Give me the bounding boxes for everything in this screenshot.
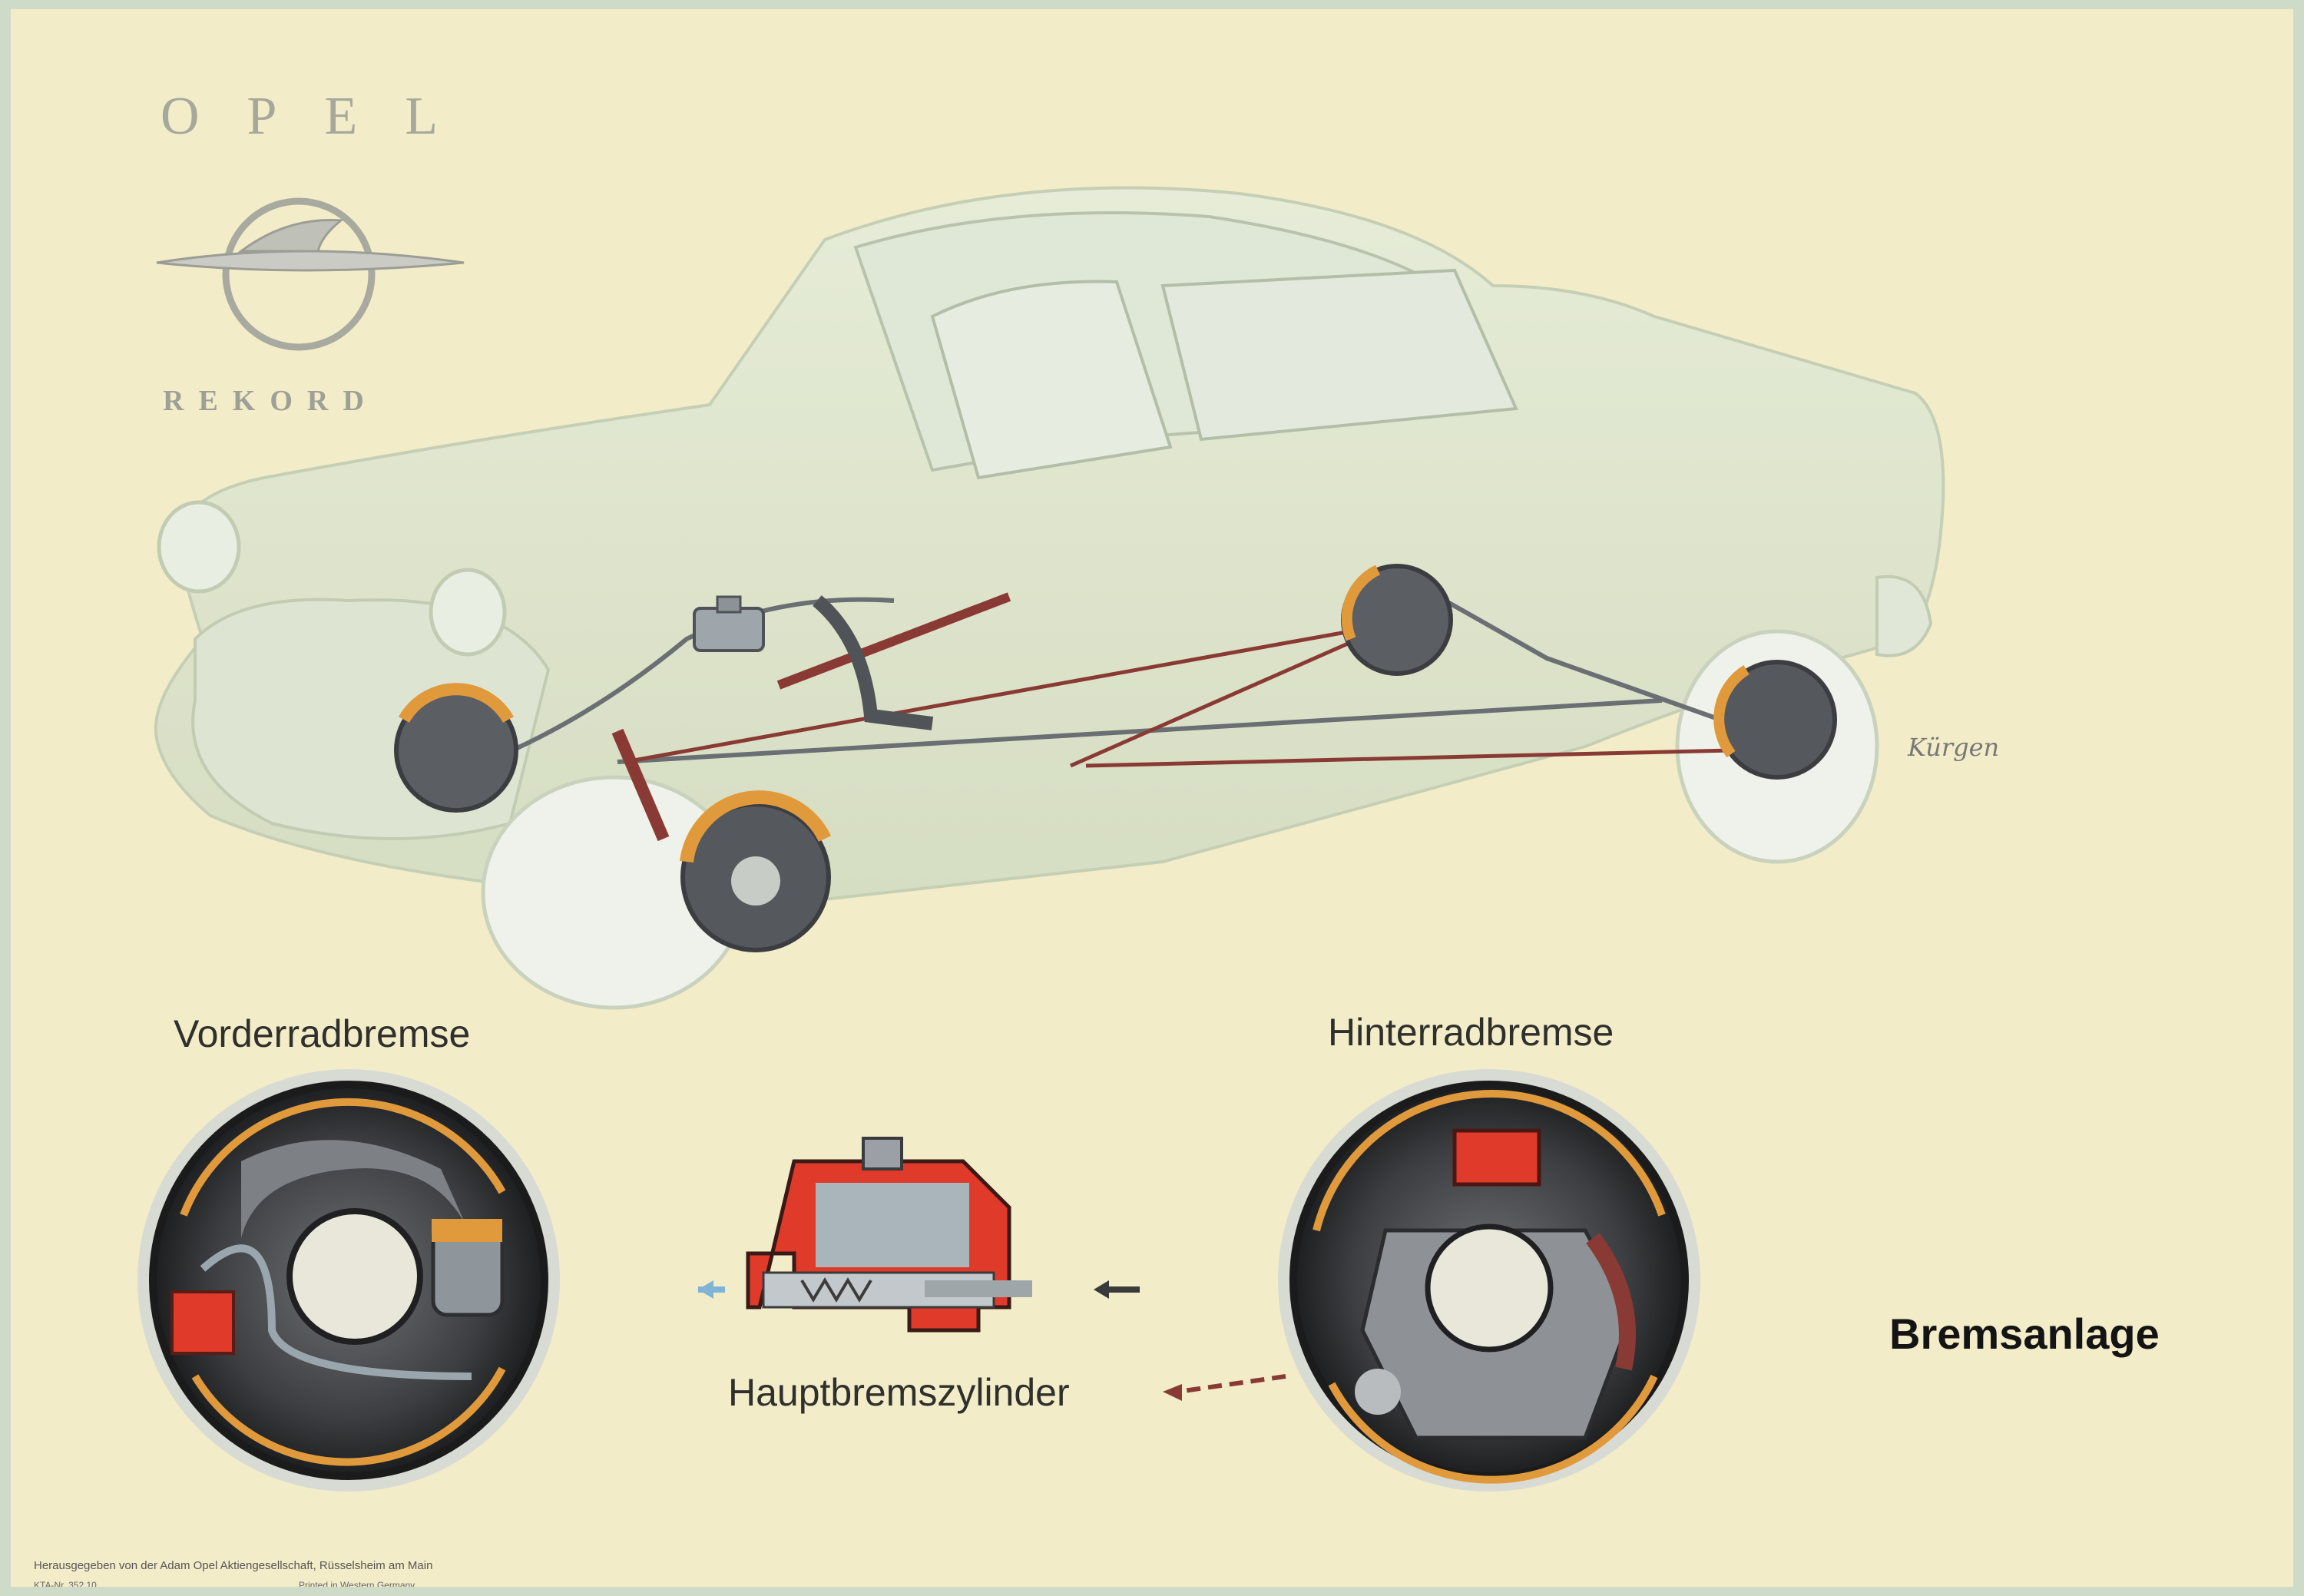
catalog-number: KTA-Nr. 352 10 — [34, 1580, 97, 1587]
brake-lines — [493, 591, 1733, 842]
opel-emblem-icon — [156, 197, 465, 351]
car-body — [154, 186, 1945, 1010]
master-cylinder-label: Hauptbremszylinder — [728, 1371, 1070, 1414]
printed-note: Printed in Western Germany — [299, 1580, 415, 1587]
poster: OPEL REKORD Kürgen Vorderradbremse Hinte… — [11, 9, 2293, 1587]
master-cylinder-small-icon — [693, 595, 765, 652]
artist-signature: Kürgen — [1908, 733, 2000, 762]
poster-title: Bremsanlage — [1889, 1310, 2160, 1358]
publisher-note: Herausgegeben von der Adam Opel Aktienge… — [34, 1559, 433, 1572]
rear-brake-label: Hinterradbremse — [1328, 1011, 1614, 1054]
rear-left-brake-icon — [1341, 564, 1453, 676]
front-left-brake-icon — [394, 683, 518, 813]
rear-brake-detail-icon — [1163, 1069, 1700, 1492]
rear-right-brake-icon — [1713, 660, 1837, 780]
model-name: REKORD — [163, 385, 379, 417]
front-right-brake-icon — [680, 790, 832, 952]
brand-name: OPEL — [161, 87, 485, 146]
front-brake-label: Vorderradbremse — [174, 1012, 471, 1055]
brake-system-illustration — [137, 186, 1945, 1492]
front-brake-detail-icon — [137, 1069, 560, 1492]
master-cylinder-detail-icon — [698, 1137, 1140, 1333]
